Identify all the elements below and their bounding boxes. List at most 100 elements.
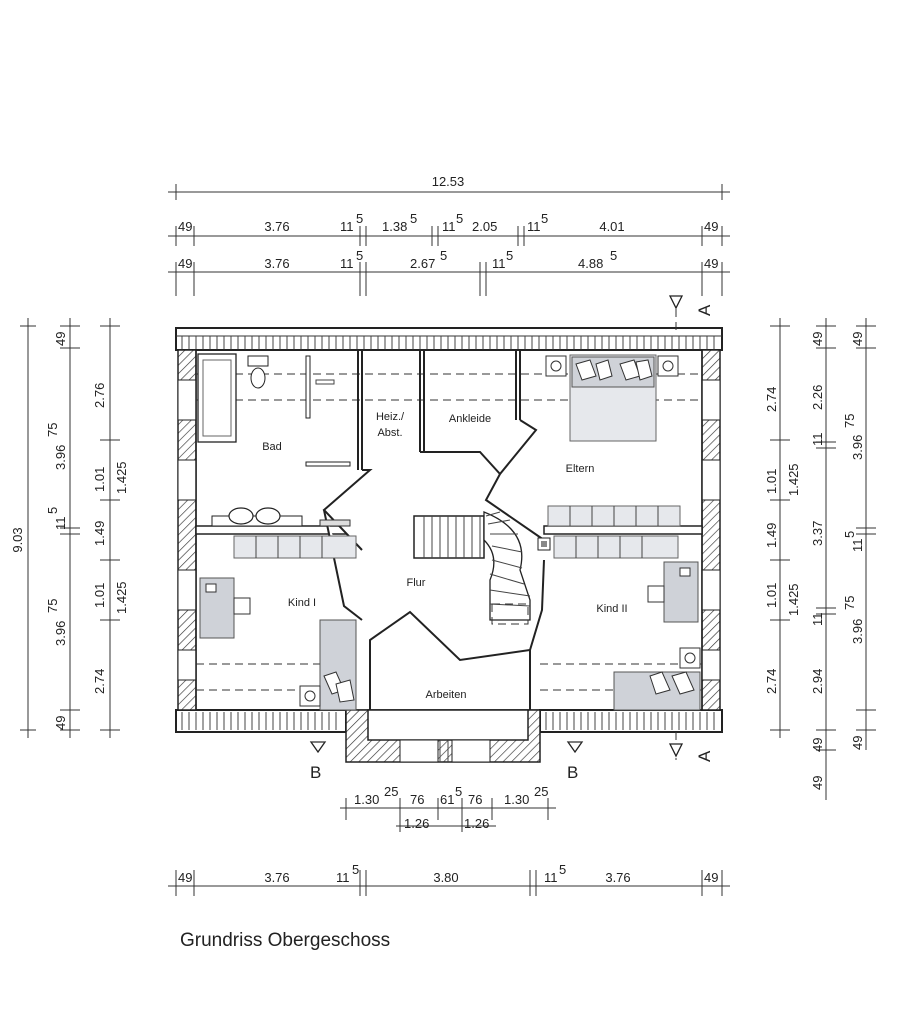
dim-right-col2-7: 49	[810, 776, 825, 790]
dim-r1-0: 49	[178, 219, 192, 234]
dim-right-col3-1: 3.96	[850, 435, 865, 460]
dim-right-col1-4: 2.74	[764, 669, 779, 694]
section-a-bottom-label: A	[695, 750, 714, 762]
dim-bay-sup-0: 25	[384, 784, 398, 799]
dim-bay-4: 1.30	[504, 792, 529, 807]
dim-bay-sup-2: 25	[534, 784, 548, 799]
section-a-top-arrow	[668, 295, 684, 310]
bottom-dimension-chain: 49 3.76 11 5 3.80 11 5 3.76 49	[168, 862, 730, 896]
dim-right-col1b-0: 1.425	[786, 463, 801, 496]
dim-r1-4: 11	[442, 219, 456, 234]
dim-r1-sup-2: 5	[456, 211, 463, 226]
dim-right-col3-2: 11	[850, 539, 865, 553]
dim-left-outer-3: 3.96	[53, 621, 68, 646]
dim-r2-6: 49	[704, 256, 718, 271]
dim-left-outer-sup-1: 5	[45, 507, 60, 514]
dim-right-col2-0: 49	[810, 332, 825, 346]
dim-r1-6: 11	[527, 219, 541, 234]
dim-bottom-sup-0: 5	[352, 862, 359, 877]
room-label-kind2: Kind II	[596, 603, 627, 615]
dim-r2-4: 11	[492, 256, 506, 271]
dim-r2-sup-1: 5	[440, 248, 447, 263]
dim-r2-2: 11	[340, 256, 354, 271]
dim-bottom-5: 3.76	[605, 870, 630, 885]
page-title: Grundriss Obergeschoss	[180, 930, 391, 951]
dim-right-col3-sup-1: 5	[842, 531, 857, 538]
dim-right-col2-4: 11	[810, 613, 825, 627]
dim-r1-2: 11	[340, 219, 354, 234]
section-markers: A A B B	[309, 295, 714, 782]
dim-right-col3-4: 49	[850, 736, 865, 750]
dim-left-inner-4: 2.74	[92, 669, 107, 694]
room-label-arbeiten: Arbeiten	[426, 689, 467, 701]
room-label-heiz-line2: Abst.	[377, 427, 402, 439]
dim-right-col3-sup-0: 75	[842, 414, 857, 428]
dim-r2-5: 4.88	[578, 256, 603, 271]
dim-r2-sup-0: 5	[356, 248, 363, 263]
dim-bottom-4: 11	[544, 870, 558, 885]
section-a-bottom-arrow	[668, 743, 684, 758]
dim-left-inner2-1: 1.425	[114, 581, 129, 614]
dim-bay-0: 1.30	[354, 792, 379, 807]
dim-bay-3: 76	[468, 792, 482, 807]
dim-r2-1: 3.76	[264, 256, 289, 271]
dim-bay-1: 76	[410, 792, 424, 807]
dim-r1-sup-3: 5	[541, 211, 548, 226]
dim-bottom-1: 3.76	[264, 870, 289, 885]
kind2-furniture	[553, 535, 701, 711]
section-b-left-arrow	[309, 741, 327, 754]
dim-left-inner-2: 1.49	[92, 521, 107, 546]
bathroom-fixtures	[197, 353, 351, 527]
dim-r1-7: 4.01	[599, 219, 624, 234]
building: Bad Heiz./ Abst. Ankleide Eltern Flur Ki…	[175, 327, 723, 763]
room-label-heiz-line1: Heiz./	[376, 411, 405, 423]
kind1-furniture	[199, 535, 357, 711]
dim-left-inner-0: 2.76	[92, 383, 107, 408]
dim-bay-sup-1: 5	[455, 784, 462, 799]
dim-left-outer-1: 3.96	[53, 445, 68, 470]
dim-r2-3: 2.67	[410, 256, 435, 271]
dim-r1-sup-1: 5	[410, 211, 417, 226]
dim-bay-r2-0: 1.26	[404, 816, 429, 831]
staircase	[413, 511, 551, 625]
dim-r1-8: 49	[704, 219, 718, 234]
left-dimension-chains: 9.03 49 3.96 75 11 5 3.96 75 49 2.76 1.0…	[10, 318, 129, 738]
dim-right-col3-sup-2: 75	[842, 596, 857, 610]
dim-bottom-3: 3.80	[433, 870, 458, 885]
dim-r1-3: 1.38	[382, 219, 407, 234]
dim-r2-sup-3: 5	[610, 248, 617, 263]
dim-left-outer-sup-0: 75	[45, 423, 60, 437]
dim-r2-sup-2: 5	[506, 248, 513, 263]
dim-right-col2-3: 3.37	[810, 521, 825, 546]
dim-left-outer-0: 49	[53, 332, 68, 346]
roof-bottom-rafters	[181, 712, 715, 730]
section-a-top-label: A	[695, 304, 714, 316]
dim-r1-sup-0: 5	[356, 211, 363, 226]
eltern-furniture	[545, 354, 681, 527]
room-label-flur: Flur	[407, 577, 426, 589]
dim-r2-0: 49	[178, 256, 192, 271]
dim-bottom-sup-1: 5	[559, 862, 566, 877]
dim-right-col1-2: 1.49	[764, 523, 779, 548]
room-label-eltern: Eltern	[566, 463, 595, 475]
dim-right-col3-3: 3.96	[850, 619, 865, 644]
section-b-right-arrow	[566, 741, 584, 754]
dim-bottom-2: 11	[336, 870, 350, 885]
dim-left-outer-sup-2: 75	[45, 599, 60, 613]
dim-left-inner2-0: 1.425	[114, 461, 129, 494]
dim-left-inner-1: 1.01	[92, 467, 107, 492]
dim-right-col1-3: 1.01	[764, 583, 779, 608]
dim-right-col2-2: 11	[810, 433, 825, 447]
dim-left-outer-2: 11	[53, 517, 68, 531]
dim-bottom-6: 49	[704, 870, 718, 885]
dim-right-col1-1: 1.01	[764, 469, 779, 494]
room-label-bad: Bad	[262, 441, 282, 453]
dim-right-col1-0: 2.74	[764, 387, 779, 412]
roof-top-rafters	[181, 336, 715, 350]
dim-total-height: 9.03	[10, 527, 25, 552]
dim-right-col2-6: 49	[810, 738, 825, 752]
dim-bay-r2-1: 1.26	[464, 816, 489, 831]
bottom-bay-dimensions: 1.30 25 76 61 5 76 1.30 25 1.26 1.26	[340, 784, 556, 832]
room-label-kind1: Kind I	[288, 597, 316, 609]
